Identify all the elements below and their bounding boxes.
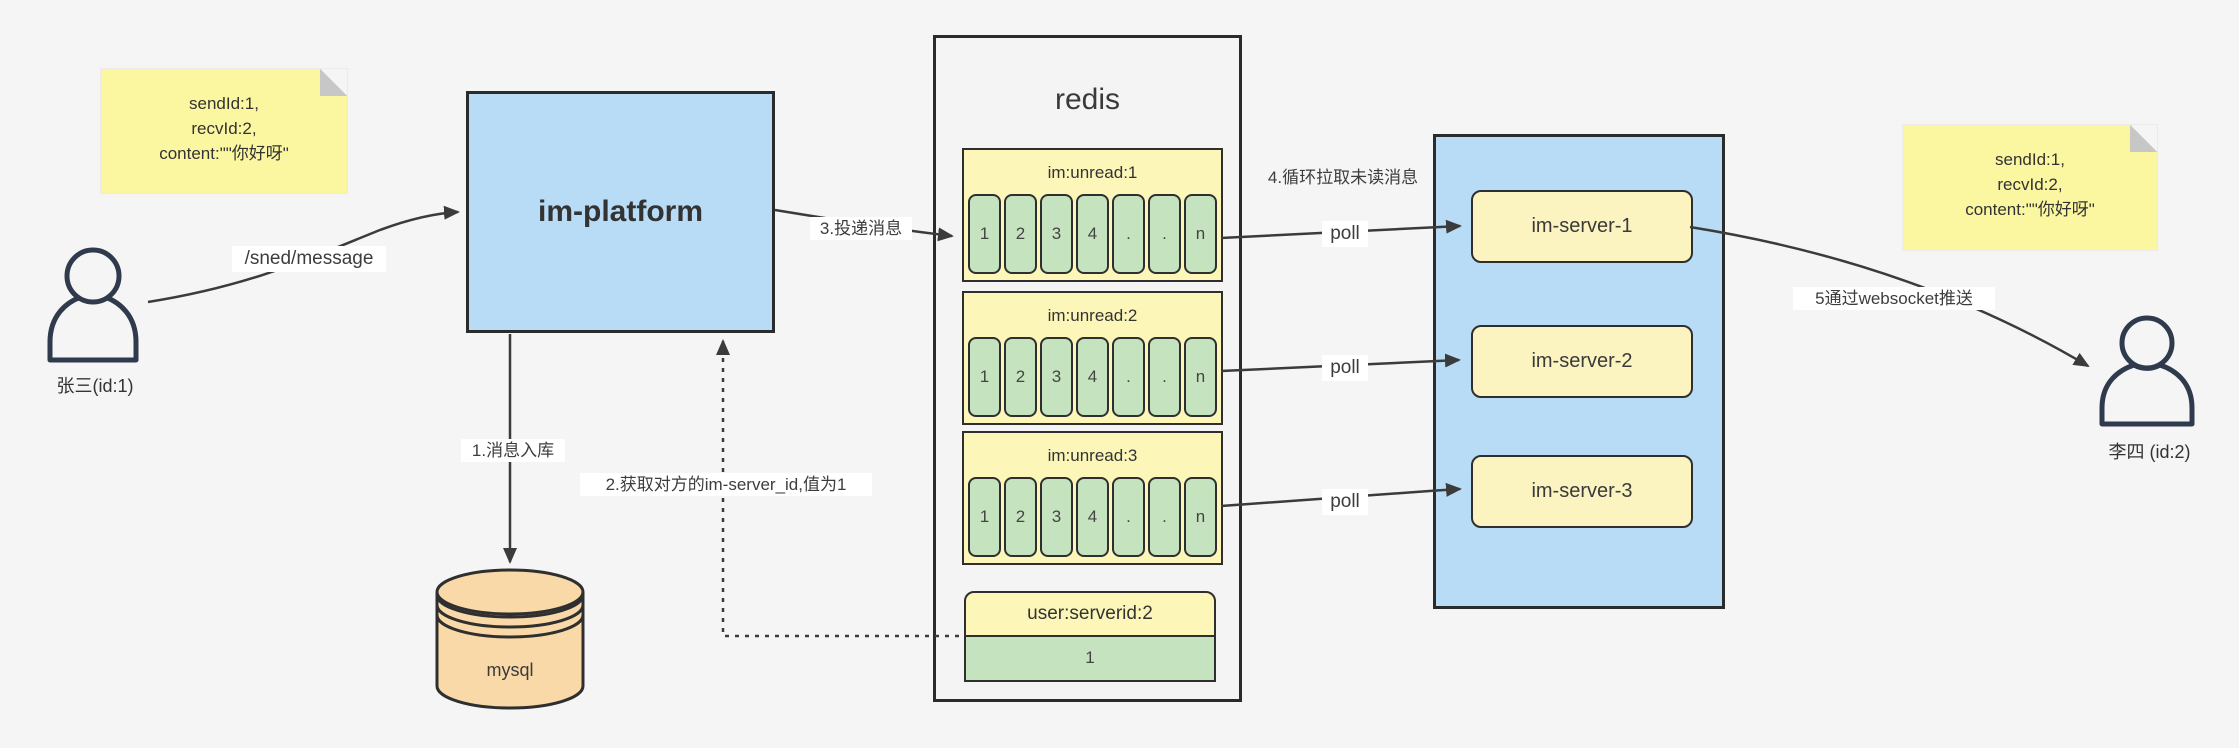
- queue-title: im:unread:2: [1047, 306, 1138, 325]
- user-serverid-box: user:serverid:2 1: [964, 591, 1216, 682]
- note-line: content:""你好呀": [1965, 200, 2095, 219]
- queue-title: im:unread:1: [1047, 163, 1138, 182]
- edge-label-step3: 3.投递消息: [810, 217, 912, 241]
- queue-cell: 2: [1004, 337, 1037, 417]
- note-line: recvId:2,: [1997, 175, 2063, 194]
- edge-label-poll-2: poll: [1322, 355, 1368, 381]
- edge-label-step1: 1.消息入库: [461, 439, 565, 463]
- note-line: recvId:2,: [191, 119, 257, 138]
- im-server-3-label: im-server-3: [1531, 480, 1633, 502]
- queue-cell: .: [1148, 337, 1181, 417]
- im-server-2-label: im-server-2: [1531, 350, 1633, 372]
- queue-im-unread-2: im:unread:2 1 2 3 4 . . n: [962, 291, 1223, 425]
- im-platform-label: im-platform: [538, 195, 703, 228]
- edge-label-send: /sned/message: [232, 246, 386, 272]
- im-server-2-box: im-server-2: [1471, 325, 1693, 398]
- queue-cell: 1: [968, 477, 1001, 557]
- edge-label-poll-3: poll: [1322, 489, 1368, 515]
- redis-title: redis: [1054, 83, 1121, 116]
- im-server-container: im-server-1 im-server-2 im-server-3: [1433, 134, 1725, 609]
- sender-label: 张三(id:1): [56, 376, 134, 396]
- im-server-3-box: im-server-3: [1471, 455, 1693, 528]
- queue-cell: 4: [1076, 337, 1109, 417]
- sticky-note-right: sendId:1, recvId:2, content:""你好呀": [1903, 125, 2157, 250]
- queue-cell: .: [1148, 477, 1181, 557]
- queue-cell: 1: [968, 337, 1001, 417]
- queue-cell: 1: [968, 194, 1001, 274]
- queue-cell: 3: [1040, 194, 1073, 274]
- queue-cell: n: [1184, 194, 1217, 274]
- queue-cell: 4: [1076, 194, 1109, 274]
- note-line: sendId:1,: [1995, 150, 2065, 169]
- queue-cell: 2: [1004, 194, 1037, 274]
- mysql-label: mysql: [486, 660, 533, 680]
- mysql-database-icon: mysql: [435, 568, 585, 710]
- note-fold-icon: [320, 69, 347, 96]
- queue-im-unread-1: im:unread:1 1 2 3 4 . . n: [962, 148, 1223, 282]
- sticky-note-left: sendId:1, recvId:2, content:""你好呀": [101, 69, 347, 193]
- edge-label-poll-1: poll: [1322, 221, 1368, 247]
- queue-cell: .: [1112, 194, 1145, 274]
- redis-container: redis im:unread:1 1 2 3 4 . . n im:unrea…: [933, 35, 1242, 702]
- edge-label-step5: 5通过websocket推送: [1793, 287, 1995, 311]
- user-sender-icon: [47, 247, 139, 363]
- receiver-label: 李四 (id:2): [2108, 442, 2191, 462]
- im-server-1-box: im-server-1: [1471, 190, 1693, 263]
- queue-cell: .: [1148, 194, 1181, 274]
- note-fold-icon: [2130, 125, 2157, 152]
- note-line: sendId:1,: [189, 94, 259, 113]
- queue-cell: n: [1184, 337, 1217, 417]
- edge-label-step2: 2.获取对方的im-server_id,值为1: [580, 473, 872, 497]
- note-line: content:""你好呀": [159, 144, 289, 163]
- queue-im-unread-3: im:unread:3 1 2 3 4 . . n: [962, 431, 1223, 565]
- queue-cell: 4: [1076, 477, 1109, 557]
- queue-cell: 2: [1004, 477, 1037, 557]
- queue-cell: 3: [1040, 337, 1073, 417]
- im-server-1-label: im-server-1: [1531, 215, 1633, 237]
- user-receiver-icon: [2099, 315, 2195, 427]
- queue-cell: .: [1112, 477, 1145, 557]
- queue-cell: .: [1112, 337, 1145, 417]
- user-serverid-title: user:serverid:2: [964, 591, 1216, 637]
- edge-label-step4: 4.循环拉取未读消息: [1267, 168, 1419, 187]
- im-platform-box: im-platform: [466, 91, 775, 333]
- user-serverid-value: 1: [964, 637, 1216, 682]
- queue-cell: n: [1184, 477, 1217, 557]
- queue-title: im:unread:3: [1047, 446, 1138, 465]
- queue-cell: 3: [1040, 477, 1073, 557]
